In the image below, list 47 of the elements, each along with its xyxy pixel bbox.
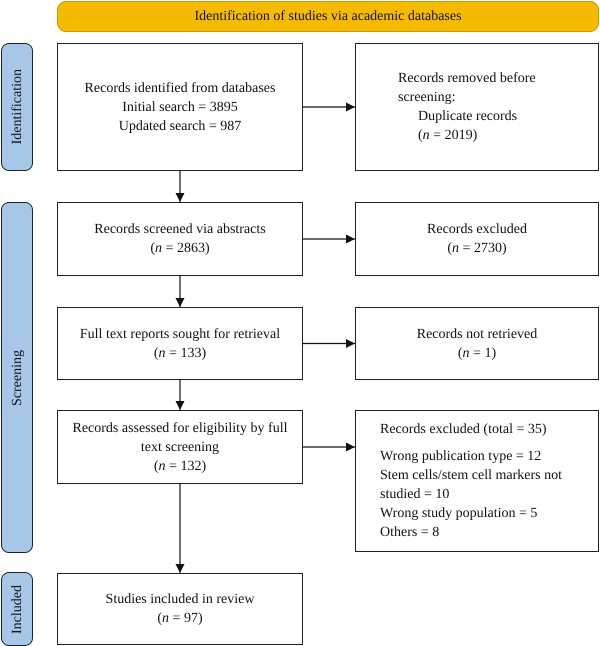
- box-text: Duplicate records: [418, 108, 518, 126]
- process-box: [57, 43, 303, 171]
- box-text: Wrong publication type = 12: [380, 448, 542, 466]
- box-text: Stem cells/stem cell markers not studied = 10: [380, 467, 563, 504]
- arrow: [303, 339, 355, 348]
- box-text: Records identified from databases: [84, 80, 276, 98]
- phase-label: Included: [8, 584, 26, 634]
- process-box: [57, 410, 303, 484]
- box-text: Others = 8: [380, 524, 440, 542]
- box-text: Wrong study population = 5: [380, 505, 538, 523]
- process-box: [57, 307, 303, 380]
- section-banner: [57, 1, 599, 32]
- box-text: Records excluded: [427, 221, 527, 239]
- section-header: Identification of studies via academic databases: [194, 8, 462, 26]
- process-box: [355, 307, 599, 380]
- box-text: Records excluded (total = 35): [380, 421, 547, 439]
- phase-band: [1, 572, 33, 646]
- arrow: [303, 102, 355, 112]
- box-text: (n = 132): [154, 458, 206, 476]
- process-box: [355, 43, 599, 171]
- process-box: [355, 410, 599, 552]
- box-text: (n = 2019): [418, 127, 478, 145]
- process-box: [57, 202, 303, 276]
- phase-band: [1, 43, 33, 171]
- arrow: [176, 171, 184, 202]
- arrow: [176, 380, 184, 410]
- box-text: Studies included in review: [106, 591, 254, 609]
- box-text: Records removed before screening:: [398, 70, 537, 107]
- process-box: [57, 573, 303, 645]
- arrow: [303, 234, 355, 244]
- box-text: Updated search = 987: [118, 118, 242, 136]
- box-text: (n = 2730): [447, 240, 507, 258]
- arrow: [176, 276, 184, 307]
- box-text: (n = 97): [157, 610, 203, 628]
- arrow: [303, 442, 355, 452]
- process-box: [355, 202, 599, 276]
- box-text: Records not retrieved: [416, 326, 538, 344]
- box-text: Records screened via abstracts: [94, 221, 266, 239]
- phase-label: Identification: [8, 69, 26, 145]
- phase-band: [1, 202, 33, 553]
- box-text: (n = 1): [458, 344, 496, 362]
- box-text: (n = 133): [154, 344, 206, 362]
- box-text: (n = 2863): [150, 240, 210, 258]
- box-text: Initial search = 3895: [122, 98, 238, 116]
- box-text: Full text reports sought for retrieval: [80, 326, 280, 344]
- arrow: [176, 484, 184, 573]
- phase-label: Screening: [8, 350, 26, 406]
